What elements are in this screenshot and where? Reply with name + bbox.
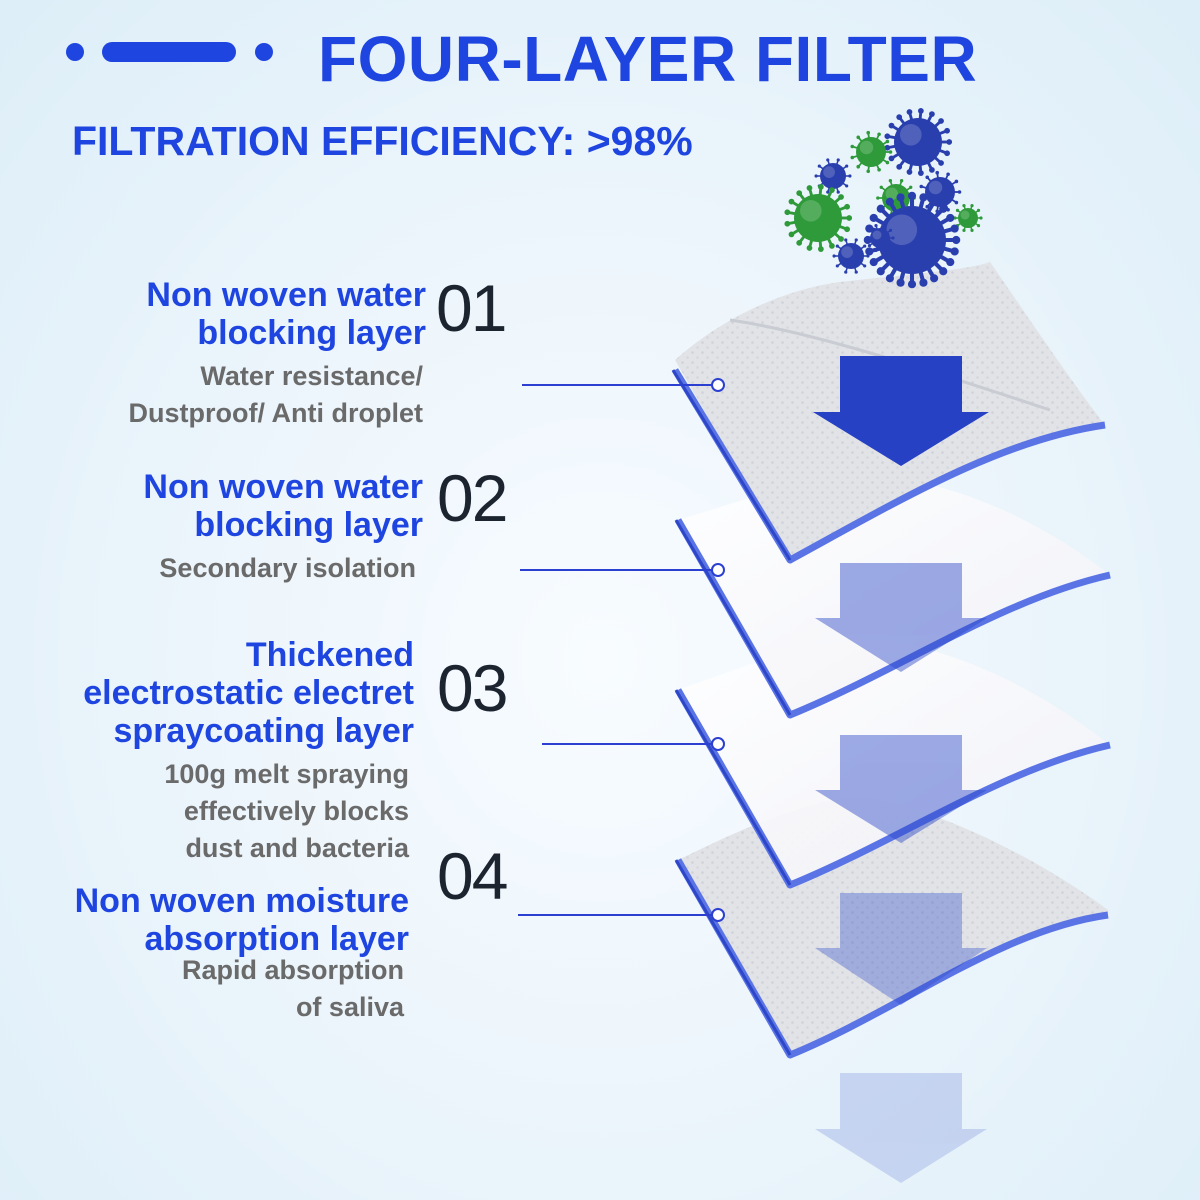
- down-arrow-icon: [815, 563, 987, 672]
- page-title: FOUR-LAYER FILTER: [318, 23, 978, 95]
- virus-icon: [884, 108, 953, 176]
- decor-bar: [102, 42, 236, 62]
- layer-03-description: 100g melt spraying effectively blocks du…: [164, 759, 409, 863]
- layer-02-name: Non woven water blocking layer: [143, 468, 423, 544]
- down-arrow-icon: [813, 356, 989, 466]
- layer-01-description: Water resistance/ Dustproof/ Anti drople…: [128, 361, 423, 428]
- virus-icon: [850, 130, 893, 174]
- virus-icon: [865, 224, 895, 252]
- virus-icon: [784, 184, 853, 252]
- layer-04-number: 04: [437, 839, 508, 913]
- decor-dot-right: [255, 43, 273, 61]
- leader-line-03: [542, 737, 725, 751]
- layer-02-description: Secondary isolation: [159, 553, 416, 583]
- decor-dot-left: [66, 43, 84, 61]
- virus-cluster: [784, 108, 983, 289]
- leader-line-01: [522, 378, 725, 392]
- virus-icon: [863, 191, 961, 289]
- leader-line-02: [520, 563, 725, 577]
- layer-02-number: 02: [437, 461, 508, 535]
- layer-03-name: Thickened electrostatic electret sprayco…: [83, 636, 414, 750]
- down-arrow-icon: [815, 893, 987, 1005]
- leader-line-04: [518, 908, 725, 922]
- layer-01-number: 01: [436, 271, 507, 345]
- layer-04-name: Non woven moisture absorption layer: [74, 882, 409, 958]
- layer-04-description: Rapid absorption of saliva: [182, 955, 404, 1022]
- filtration-efficiency: FILTRATION EFFICIENCY: >98%: [72, 118, 693, 164]
- virus-icon: [814, 158, 852, 194]
- layer-03-number: 03: [437, 651, 508, 725]
- down-arrow-icon: [815, 735, 987, 843]
- down-arrow-icon: [815, 1073, 987, 1183]
- layer-01-name: Non woven water blocking layer: [146, 276, 426, 352]
- virus-icon: [832, 238, 870, 274]
